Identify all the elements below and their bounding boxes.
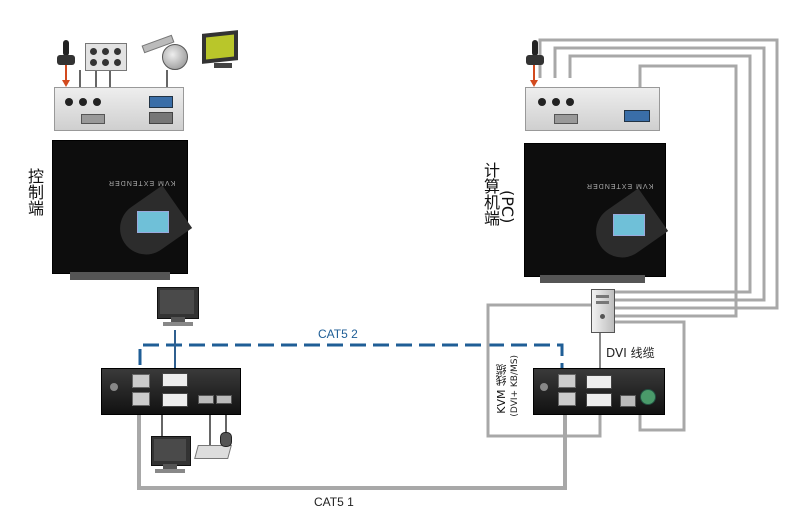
right-cable-4 xyxy=(612,64,738,318)
kvm-cable xyxy=(486,303,604,438)
joystick-icon xyxy=(57,40,75,66)
right-cable-2 xyxy=(553,46,766,302)
right-cable-3 xyxy=(568,54,752,294)
lcd-monitor-icon xyxy=(202,30,242,72)
computer-extender-rear-panel xyxy=(525,87,660,131)
extender-brand-text: KVM EXTENDER xyxy=(107,179,175,186)
mouse-icon xyxy=(220,432,232,447)
computer-side-label: 计算机端 xyxy=(481,162,500,226)
computer-extender-front xyxy=(533,368,665,415)
dvi-cable-label: DVI 线缆 xyxy=(606,346,655,360)
kvm-cable-sub-label: (DVI+ KB/MS) xyxy=(510,355,520,417)
cat5-2-cable xyxy=(138,343,564,368)
joystick-icon xyxy=(526,40,544,66)
left-accessory-cables xyxy=(79,70,168,88)
cat5-2-label: CAT5 2 xyxy=(318,327,358,341)
console-extender-base xyxy=(70,272,170,280)
right-cable-1 xyxy=(538,38,779,310)
console-monitor-2-icon xyxy=(151,436,195,478)
audio-jack-icon xyxy=(85,43,127,71)
computer-extender-unit: KVM EXTENDER xyxy=(524,143,669,277)
cat5-1-cable xyxy=(137,402,567,490)
kvm-cable-label: KVM 线缆 xyxy=(495,364,508,414)
console-monitor-icon xyxy=(157,287,201,329)
console-side-label: 控制端 xyxy=(25,168,44,216)
keyboard-icon xyxy=(194,445,232,459)
console-extender-rear-panel xyxy=(54,87,184,131)
extender-brand-text: KVM EXTENDER xyxy=(585,182,653,189)
console-extender-unit: KVM EXTENDER xyxy=(52,140,193,274)
cat5-1-label: CAT5 1 xyxy=(314,495,354,509)
computer-extender-base xyxy=(540,275,645,283)
ptz-camera-icon xyxy=(141,30,188,70)
ps2-cable xyxy=(612,320,686,432)
pc-tower-icon xyxy=(591,289,615,333)
console-extender-front xyxy=(101,368,241,415)
computer-side-pc-label: (PC) xyxy=(498,190,517,224)
